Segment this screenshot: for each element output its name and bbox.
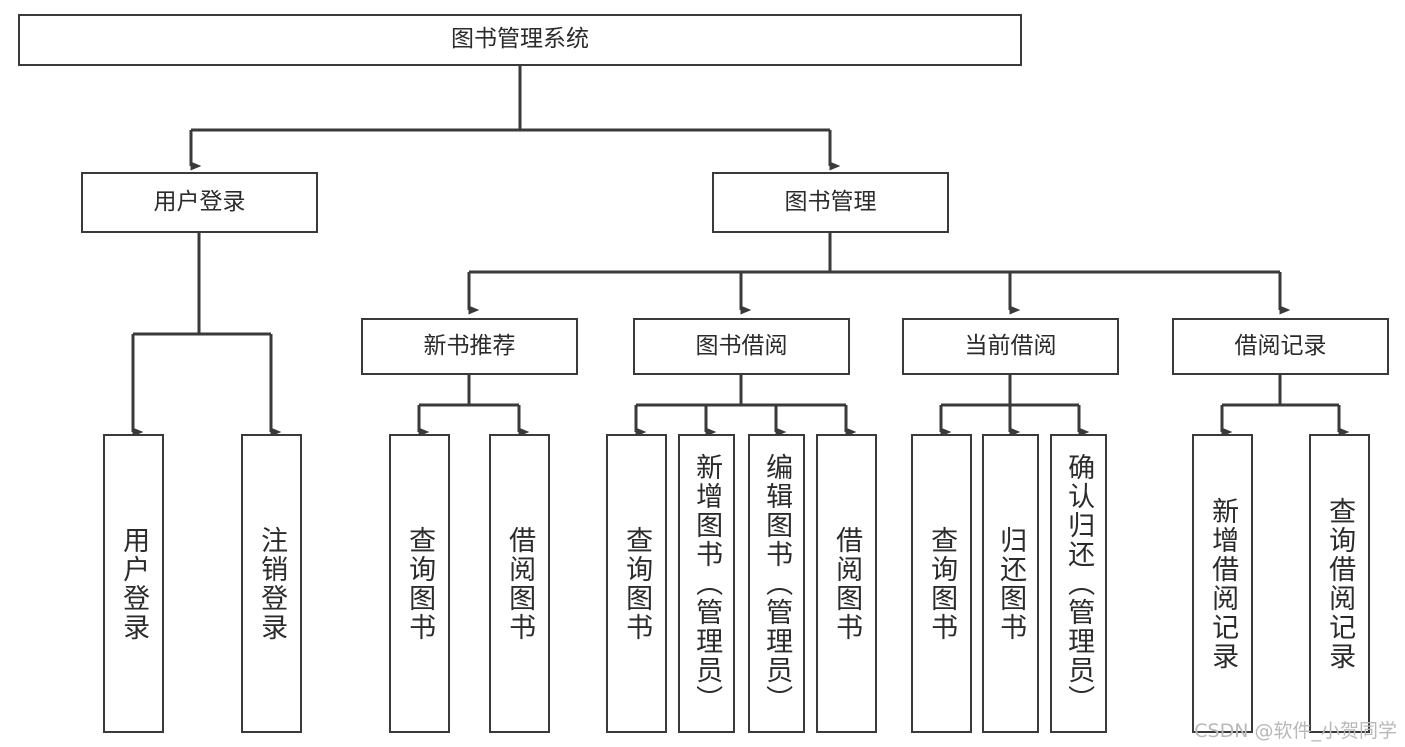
node-leaf-borrow-book-label: 借阅图书 [831,525,863,642]
node-leaf-recommend-query-book[interactable]: 查询图书 [389,434,450,733]
node-current-borrow[interactable]: 当前借阅 [902,318,1119,375]
node-leaf-add-book-admin-label: 新增图书（管理员） [691,453,723,714]
node-leaf-edit-book-admin-label: 编辑图书（管理员） [761,453,793,714]
node-root[interactable]: 图书管理系统 [18,14,1022,66]
node-leaf-user-login-label: 用户登录 [118,525,150,642]
node-leaf-add-borrow-record[interactable]: 新增借阅记录 [1192,434,1253,733]
node-leaf-logout-label: 注销登录 [256,525,288,642]
node-book-manage[interactable]: 图书管理 [712,172,949,233]
node-leaf-recommend-query-book-label: 查询图书 [404,525,436,642]
node-user-login-label: 用户登录 [153,188,246,215]
node-leaf-confirm-return-admin[interactable]: 确认归还（管理员） [1050,434,1107,733]
node-borrow-record-label: 借阅记录 [1234,332,1327,359]
node-leaf-query-borrow-record[interactable]: 查询借阅记录 [1309,434,1370,733]
node-leaf-return-book[interactable]: 归还图书 [982,434,1039,733]
node-leaf-logout[interactable]: 注销登录 [241,434,302,733]
node-user-login[interactable]: 用户登录 [81,172,318,233]
node-book-borrow[interactable]: 图书借阅 [633,318,850,375]
node-new-book-recommend[interactable]: 新书推荐 [361,318,578,375]
node-current-borrow-label: 当前借阅 [964,332,1057,359]
node-leaf-current-query-book[interactable]: 查询图书 [911,434,972,733]
node-leaf-add-borrow-record-label: 新增借阅记录 [1207,496,1239,671]
node-root-label: 图书管理系统 [451,26,589,53]
node-leaf-confirm-return-admin-label: 确认归还（管理员） [1063,453,1095,714]
node-leaf-return-book-label: 归还图书 [995,525,1027,642]
node-book-manage-label: 图书管理 [784,188,877,215]
node-leaf-borrow-query-book[interactable]: 查询图书 [606,434,667,733]
node-book-borrow-label: 图书借阅 [695,332,788,359]
node-leaf-user-login[interactable]: 用户登录 [103,434,164,733]
node-leaf-query-borrow-record-label: 查询借阅记录 [1324,496,1356,671]
node-leaf-borrow-book[interactable]: 借阅图书 [816,434,877,733]
node-borrow-record[interactable]: 借阅记录 [1172,318,1389,375]
node-leaf-add-book-admin[interactable]: 新增图书（管理员） [678,434,735,733]
node-leaf-borrow-query-book-label: 查询图书 [621,525,653,642]
node-leaf-current-query-book-label: 查询图书 [926,525,958,642]
node-leaf-edit-book-admin[interactable]: 编辑图书（管理员） [748,434,805,733]
node-leaf-recommend-borrow-book[interactable]: 借阅图书 [489,434,550,733]
node-new-book-recommend-label: 新书推荐 [423,332,516,359]
node-leaf-recommend-borrow-book-label: 借阅图书 [504,525,536,642]
